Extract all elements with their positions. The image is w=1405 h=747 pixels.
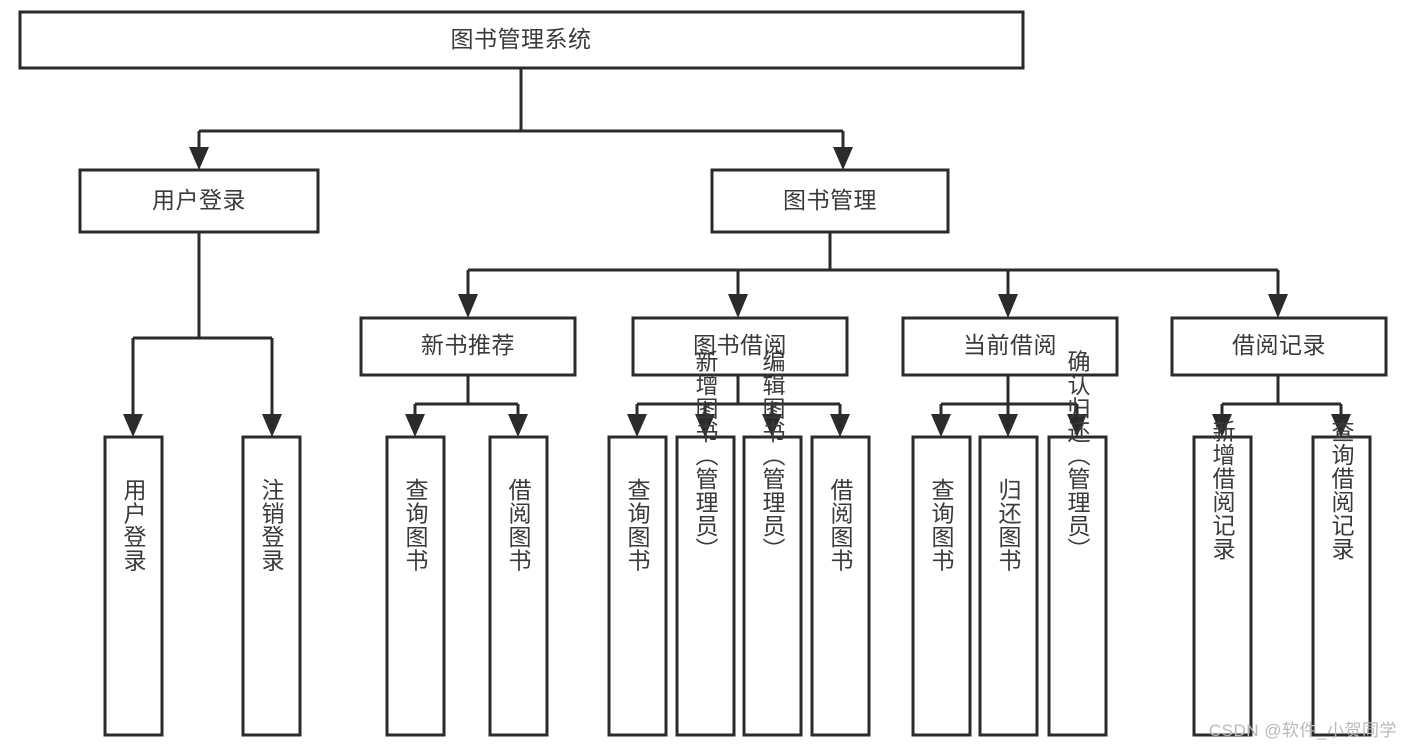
leaf-user-login-login-label: 用户登录 (120, 478, 147, 572)
node-book-borrow[interactable]: 图书借阅 (631, 316, 849, 377)
leaf-borrow-record-add-label: 新增借阅记录 (1209, 420, 1236, 561)
leaf-current-borrow-query-label: 查询图书 (928, 478, 955, 572)
connector-bookmgmt-to-level3 (458, 232, 1288, 318)
leaf-book-borrow-borrow-label: 借阅图书 (827, 478, 854, 572)
connector-borrowrecord-to-leaves (1212, 375, 1351, 437)
connector-newbook-to-leaves (405, 375, 528, 437)
leaf-new-book-borrow[interactable]: 借阅图书 (488, 435, 549, 737)
leaf-user-login-logout[interactable]: 注销登录 (241, 435, 302, 737)
node-book-management-label: 图书管理 (783, 187, 877, 213)
node-new-book-recommend-label: 新书推荐 (421, 332, 515, 358)
node-root[interactable]: 图书管理系统 (18, 10, 1025, 70)
leaf-current-borrow-query[interactable]: 查询图书 (911, 435, 972, 737)
node-user-login[interactable]: 用户登录 (78, 168, 320, 234)
leaf-new-book-query[interactable]: 查询图书 (385, 435, 446, 737)
leaf-new-book-borrow-label: 借阅图书 (505, 478, 532, 572)
node-new-book-recommend[interactable]: 新书推荐 (359, 316, 577, 377)
leaf-user-login-logout-label: 注销登录 (258, 478, 285, 572)
leaf-user-login-login[interactable]: 用户登录 (103, 435, 164, 737)
node-book-management[interactable]: 图书管理 (710, 168, 950, 234)
leaf-current-borrow-confirm-label: 确认归还（管理员） (1064, 349, 1091, 561)
leaf-book-borrow-query-label: 查询图书 (624, 478, 651, 572)
node-current-borrow-label: 当前借阅 (963, 332, 1057, 358)
leaf-book-borrow-edit[interactable]: 编辑图书（管理员） (742, 349, 803, 737)
leaf-new-book-query-label: 查询图书 (402, 478, 429, 572)
leaf-book-borrow-add[interactable]: 新增图书（管理员） (675, 349, 736, 737)
connector-currentborrow-to-leaves (931, 375, 1087, 437)
connector-userlogin-to-leaves (123, 232, 282, 437)
node-borrow-record[interactable]: 借阅记录 (1170, 316, 1388, 377)
leaf-current-borrow-return[interactable]: 归还图书 (978, 435, 1039, 737)
leaf-borrow-record-query-label: 查询借阅记录 (1328, 420, 1355, 561)
node-current-borrow[interactable]: 当前借阅 (901, 316, 1119, 377)
connector-root-to-level2 (189, 68, 853, 170)
leaf-current-borrow-return-label: 归还图书 (995, 478, 1022, 572)
leaf-book-borrow-add-label: 新增图书（管理员） (692, 349, 719, 561)
node-user-login-label: 用户登录 (152, 187, 246, 213)
connector-bookborrow-to-leaves (627, 375, 850, 437)
node-book-borrow-label: 图书借阅 (693, 332, 787, 358)
node-root-label: 图书管理系统 (451, 26, 592, 52)
watermark-label: CSDN @软件_小贺同学 (1208, 721, 1397, 740)
leaf-book-borrow-query[interactable]: 查询图书 (607, 435, 668, 737)
node-borrow-record-label: 借阅记录 (1232, 332, 1326, 358)
leaf-current-borrow-confirm[interactable]: 确认归还（管理员） (1047, 349, 1108, 737)
leaf-book-borrow-borrow[interactable]: 借阅图书 (810, 435, 871, 737)
leaf-book-borrow-edit-label: 编辑图书（管理员） (759, 349, 786, 561)
leaf-borrow-record-query[interactable]: 查询借阅记录 (1311, 420, 1372, 737)
leaf-borrow-record-add[interactable]: 新增借阅记录 (1192, 420, 1253, 737)
